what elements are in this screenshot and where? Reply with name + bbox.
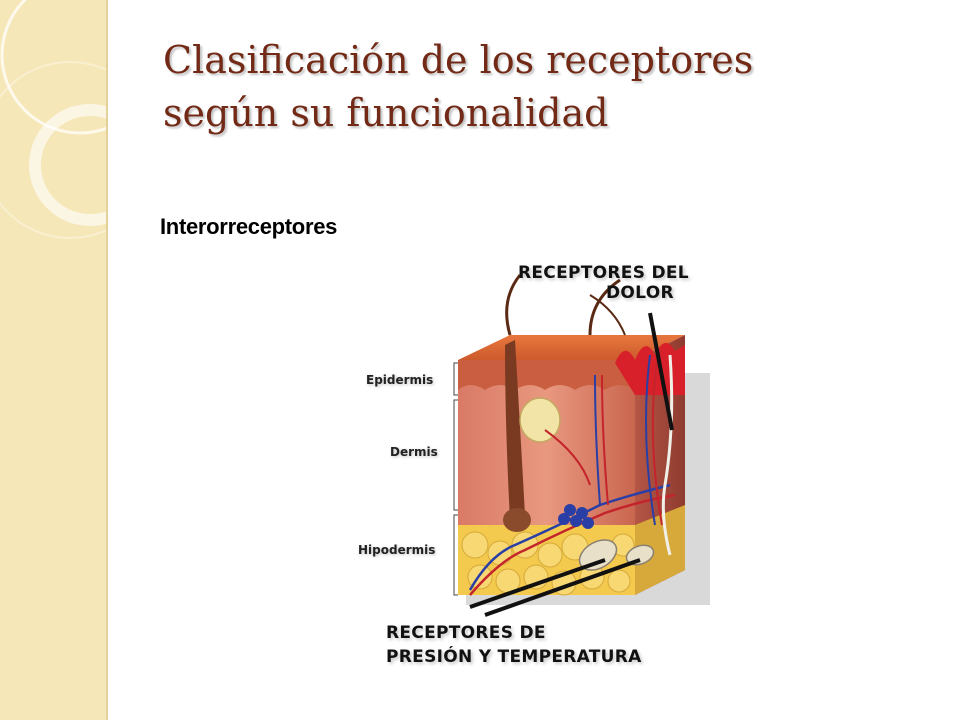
- slide-title: Clasificación de los receptores según su…: [163, 34, 923, 140]
- decorative-circles: [0, 0, 106, 239]
- pain-receptors-label-line-2: DOLOR: [606, 283, 674, 303]
- pain-receptors-label-line-1: RECEPTORES DEL: [518, 263, 689, 283]
- skin-cross-section-figure: RECEPTORES DEL DOLOR RECEPTORES DE PRESI…: [340, 255, 760, 675]
- skin-cross-section-illustration: [453, 274, 710, 617]
- slide-title-line-2: según su funcionalidad: [163, 91, 609, 135]
- layer-label-epidermis: Epidermis: [366, 373, 434, 387]
- pressure-temperature-label-line-1: RECEPTORES DE: [386, 623, 546, 643]
- layer-label-dermis: Dermis: [390, 445, 438, 459]
- slide-title-line-1: Clasificación de los receptores: [163, 38, 754, 82]
- pressure-temperature-receptors-label: RECEPTORES DE PRESIÓN Y TEMPERATURA: [386, 621, 642, 669]
- pain-receptors-label: RECEPTORES DEL DOLOR: [518, 263, 689, 303]
- slide-subtitle: Interorreceptores: [160, 214, 338, 239]
- layer-label-hipodermis: Hipodermis: [358, 543, 436, 557]
- decorative-side-band: [0, 0, 108, 720]
- pressure-temperature-label-line-2: PRESIÓN Y TEMPERATURA: [386, 647, 642, 667]
